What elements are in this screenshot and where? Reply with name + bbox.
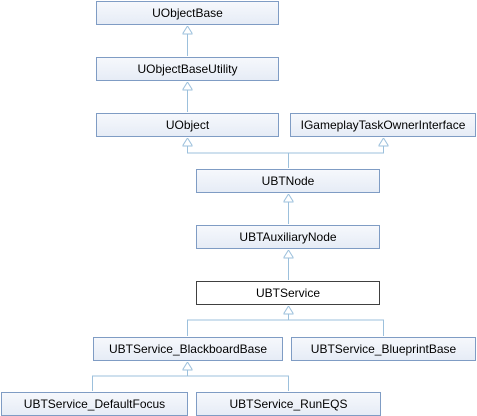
- edge-blackboardbase-ubtservice: [187, 306, 289, 336]
- node-ubtservice-current: UBTService: [196, 281, 380, 305]
- node-ubtnode[interactable]: UBTNode: [196, 169, 380, 193]
- edge-ubtnode-uobject: [188, 138, 289, 168]
- node-ubtservice-blueprintbase[interactable]: UBTService_BlueprintBase: [291, 337, 476, 361]
- node-uobjectbaseutility[interactable]: UObjectBaseUtility: [96, 57, 279, 81]
- node-uobjectbase[interactable]: UObjectBase: [96, 1, 279, 25]
- node-ubtservice-blackboardbase[interactable]: UBTService_BlackboardBase: [93, 337, 283, 361]
- node-uobject[interactable]: UObject: [96, 113, 279, 137]
- edge-blueprintbase-ubtservice: [288, 319, 384, 336]
- node-igameplaytaskownerinterface[interactable]: IGameplayTaskOwnerInterface: [290, 113, 476, 137]
- edge-defaultfocus-blackboardbase: [92, 362, 188, 391]
- node-ubtservice-defaultfocus[interactable]: UBTService_DefaultFocus: [1, 392, 188, 416]
- edge-runeqs-blackboardbase: [187, 375, 289, 391]
- node-ubtauxiliarynode[interactable]: UBTAuxiliaryNode: [196, 225, 380, 249]
- node-ubtservice-runeqs[interactable]: UBTService_RunEQS: [196, 392, 381, 416]
- edge-ubtnode-igameplaytaskowner: [288, 138, 384, 154]
